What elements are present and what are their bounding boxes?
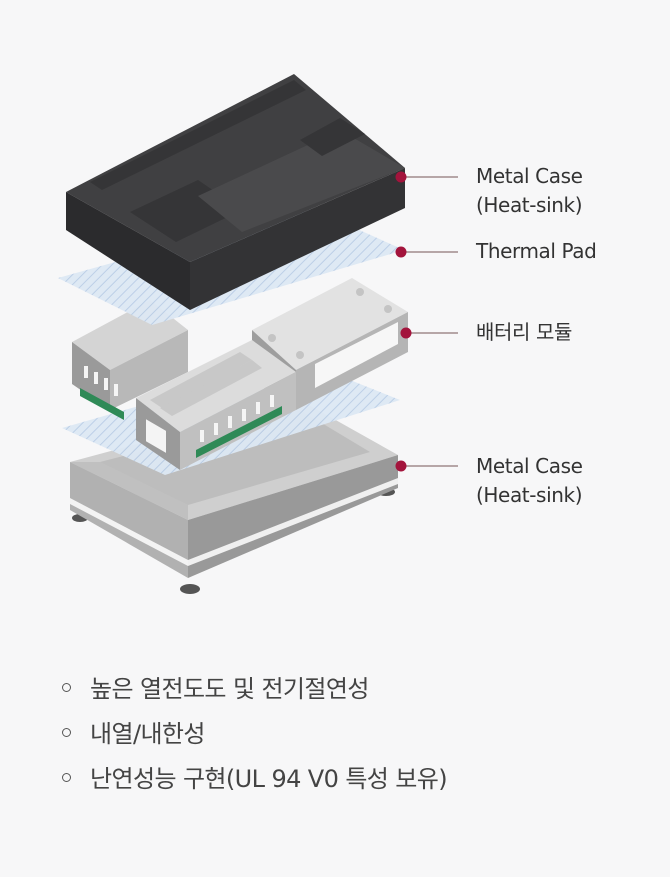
exploded-diagram <box>58 74 458 594</box>
leader-thermal-pad <box>395 246 458 258</box>
battery-module <box>72 278 408 470</box>
label-line: Metal Case <box>476 164 583 188</box>
bullet-circle-icon <box>62 683 71 692</box>
label-line: 배터리 모듈 <box>476 320 572 344</box>
label-metal-case-bottom: Metal Case (Heat-sink) <box>476 452 583 510</box>
label-metal-case-top: Metal Case (Heat-sink) <box>476 162 583 220</box>
label-battery-module: 배터리 모듈 <box>476 318 572 347</box>
feature-item: 높은 열전도도 및 전기절연성 <box>60 668 447 713</box>
metal-case-bottom <box>70 400 398 594</box>
leader-metal-case-top <box>395 171 458 183</box>
label-thermal-pad: Thermal Pad <box>476 237 597 266</box>
metal-case-top <box>66 74 405 310</box>
feature-item: 내열/내한성 <box>60 713 447 758</box>
feature-item: 난연성능 구현(UL 94 V0 특성 보유) <box>60 758 448 803</box>
feature-text: 높은 열전도도 및 전기절연성 <box>90 675 369 703</box>
feature-text: 내열/내한성 <box>90 720 205 748</box>
feature-list: 높은 열전도도 및 전기절연성 내열/내한성 난연성능 구현(UL 94 V0 … <box>60 668 448 803</box>
leader-battery-module <box>400 327 458 339</box>
label-line: Thermal Pad <box>476 239 597 263</box>
bullet-circle-icon <box>62 728 71 737</box>
bullet-circle-icon <box>62 773 71 782</box>
label-line: (Heat-sink) <box>476 193 583 217</box>
feature-text: 난연성능 구현(UL 94 V0 특성 보유) <box>90 765 448 793</box>
label-line: (Heat-sink) <box>476 483 583 507</box>
leader-metal-case-bottom <box>395 460 458 472</box>
label-line: Metal Case <box>476 454 583 478</box>
